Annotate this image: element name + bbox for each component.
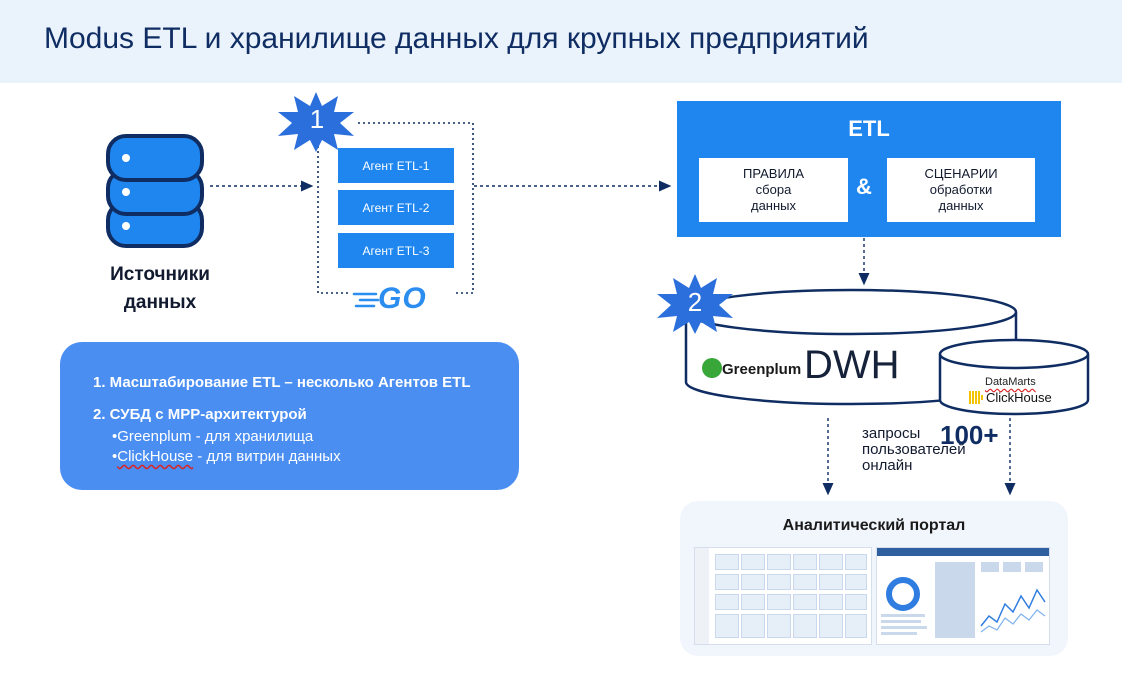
ampersand: & — [856, 174, 872, 199]
scenarios-line3: данных — [938, 198, 984, 213]
badge-number-2: 2 — [687, 287, 703, 317]
scenarios-line2: обработки — [929, 182, 993, 197]
datamarts-text: DataMarts — [985, 376, 1036, 388]
agent-etl-3: Агент ETL-3 — [338, 233, 454, 268]
portal-title: Аналитический портал — [782, 517, 966, 534]
queries-text: запросы пользователей онлайн — [862, 426, 966, 474]
queries-line2: пользователей — [862, 441, 966, 458]
agent-etl-1: Агент ETL-1 — [338, 148, 454, 183]
dwh-label: DWH — [804, 343, 900, 387]
info-sub-2-rest: - для витрин данных — [193, 448, 341, 465]
badge-star-1 — [278, 92, 354, 152]
badge-star-2 — [657, 274, 733, 334]
info-sub-2-bullet: • — [112, 448, 118, 465]
info-sub-1: •Greenplum - для хранилища — [112, 428, 313, 445]
info-box: 1. Масштабирование ETL – несколько Агент… — [60, 342, 519, 490]
portal-screenshot-tiles — [694, 547, 872, 645]
rules-card: ПРАВИЛА сбора данных — [699, 158, 848, 222]
database-icon — [106, 134, 204, 248]
sources-label: Источники данных — [80, 261, 240, 317]
etl-title: ETL — [848, 116, 890, 141]
clickhouse-logo-icon — [969, 391, 983, 404]
badge-number-1: 1 — [309, 104, 325, 134]
scenarios-card: СЦЕНАРИИ обработки данных — [887, 158, 1035, 222]
info-item-1: 1. Масштабирование ETL – несколько Агент… — [93, 374, 471, 391]
greenplum-logo-icon — [702, 358, 722, 378]
thumbnail-charts — [881, 562, 1046, 638]
queries-line1: запросы — [862, 425, 921, 442]
rules-line3: данных — [750, 198, 797, 213]
greenplum-label: Greenplum — [722, 361, 802, 378]
clickhouse-label: ClickHouse — [986, 390, 1052, 405]
info-sub-1-text: Greenplum - для хранилища — [117, 428, 314, 445]
queries-line3: онлайн — [862, 457, 913, 474]
header-bar — [0, 0, 1122, 83]
info-item-2: 2. СУБД с MPP-архитектурой — [93, 406, 307, 423]
info-sub-2-name: ClickHouse — [117, 448, 194, 465]
scenarios-line1: СЦЕНАРИИ — [924, 166, 998, 181]
info-sub-1-bullet: • — [112, 428, 118, 445]
portal-screenshot-charts — [876, 547, 1050, 645]
dwh-cylinders — [684, 288, 1090, 416]
agent-etl-2: Агент ETL-2 — [338, 190, 454, 225]
go-speed-lines-icon — [352, 292, 380, 308]
datamarts-label: DataMarts — [985, 376, 1036, 388]
page-title: Modus ETL и хранилище данных для крупных… — [44, 22, 869, 55]
sources-label-line1: Источники — [110, 264, 210, 285]
rules-line2: сбора — [755, 182, 792, 197]
sources-label-line2: данных — [123, 292, 197, 313]
info-sub-2: •ClickHouse - для витрин данных — [112, 448, 341, 465]
queries-number: 100+ — [940, 420, 999, 450]
rules-line1: ПРАВИЛА — [742, 166, 805, 181]
go-logo: GO — [378, 282, 427, 315]
